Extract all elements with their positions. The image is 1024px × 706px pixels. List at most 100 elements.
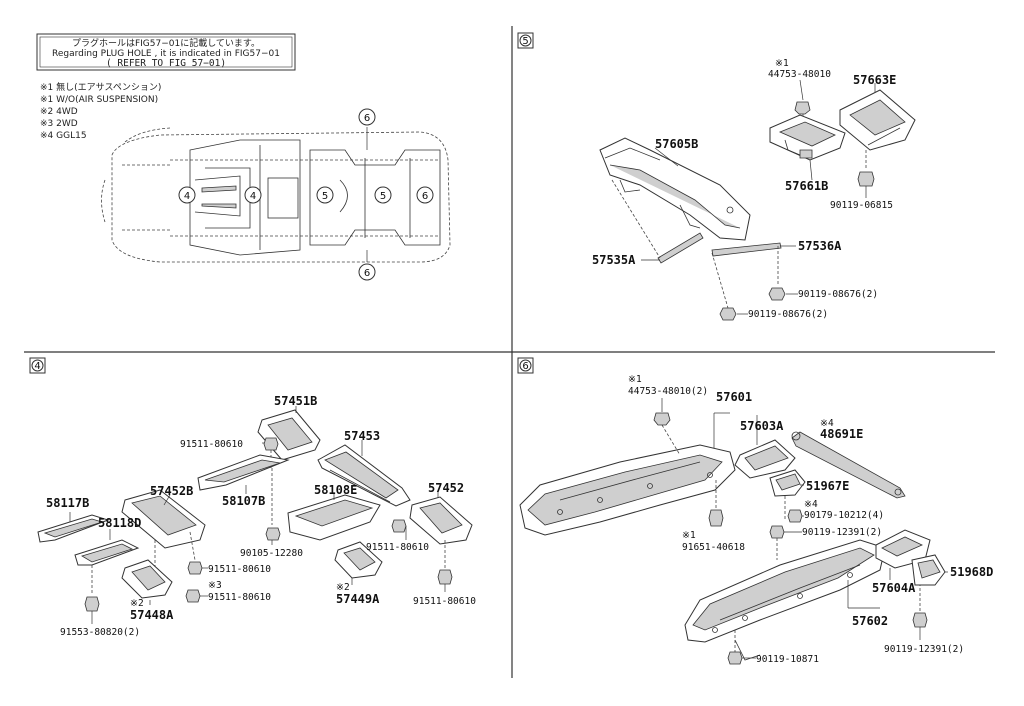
bolt-90119-08676-a bbox=[768, 287, 786, 301]
legend-item-3: ※2 4WD bbox=[40, 107, 78, 117]
part-57535A: 57535A bbox=[592, 253, 636, 267]
part-57453-shape bbox=[317, 444, 411, 507]
section-5-badge bbox=[519, 34, 532, 47]
part-44753-48010-sec6: 44753-48010(2) bbox=[628, 386, 708, 397]
legend-item-4: ※3 2WD bbox=[40, 119, 78, 129]
part-57661B-shape bbox=[769, 114, 846, 161]
part-58108E: 58108E bbox=[314, 483, 357, 497]
bolt-90119-08676-b bbox=[719, 307, 737, 321]
part-58108E-shape bbox=[287, 494, 381, 541]
overview-callout-4-left bbox=[178, 186, 196, 204]
section-4: 4 57451B 91511-80610 58107B 57453 bbox=[29, 357, 476, 638]
bolt-91511-d-shape bbox=[185, 589, 201, 603]
part-51968D: 51968D bbox=[950, 565, 993, 579]
legend: ※1 無し(エアサスペンション) ※1 W/O(AIR SUSPENSION) … bbox=[40, 81, 161, 141]
part-57535A-shape bbox=[611, 179, 704, 264]
overview-callout-6-right bbox=[416, 186, 434, 204]
part-57448A: 57448A bbox=[130, 608, 174, 622]
section-4-badge-label: 4 bbox=[34, 361, 40, 372]
part-91511-80610-a: 91511-80610 bbox=[180, 439, 243, 450]
bolt-90179-shape bbox=[787, 509, 803, 523]
part-57663E-shape bbox=[839, 89, 916, 151]
part-90119-10871: 90119-10871 bbox=[756, 654, 819, 665]
part-57603A-shape bbox=[734, 439, 796, 479]
part-91651-40618: 91651-40618 bbox=[682, 542, 745, 553]
part-91511-80610-b: 91511-80610 bbox=[366, 542, 429, 553]
panel-dividers bbox=[24, 26, 995, 678]
part-58118D-shape bbox=[74, 539, 140, 595]
legend-item-5: ※4 GGL15 bbox=[40, 131, 87, 141]
clip-44753-sec6-shape bbox=[653, 412, 681, 456]
part-58107B: 58107B bbox=[222, 494, 265, 508]
part-57452B: 57452B bbox=[150, 484, 193, 498]
legend-item-1: ※1 無し(エアサスペンション) bbox=[40, 81, 161, 93]
part-57449A: 57449A bbox=[336, 592, 380, 606]
part-90179-10212: 90179-10212(4) bbox=[804, 510, 884, 521]
section-4-badge bbox=[31, 359, 44, 372]
part-48691E-shape bbox=[791, 431, 906, 499]
overview-callout-4-center bbox=[244, 186, 262, 204]
part-91511-80610-e: 91511-80610 bbox=[413, 596, 476, 607]
header-note-box: プラグホールはFIG57−01に記載しています。 Regarding PLUG … bbox=[36, 33, 296, 71]
overview-callout-5-right-label: 5 bbox=[380, 191, 386, 202]
ref-note-4-a: ※4 bbox=[820, 418, 834, 429]
part-90119-12391-a: 90119-12391(2) bbox=[802, 527, 882, 538]
part-57605B: 57605B bbox=[655, 137, 698, 151]
bolt-91511-c-shape bbox=[187, 561, 203, 575]
bolt-90105-shape bbox=[265, 468, 281, 541]
ref-note-3: ※3 bbox=[208, 580, 222, 591]
overview-callout-5-right bbox=[374, 186, 392, 204]
part-51967E: 51967E bbox=[806, 479, 849, 493]
bolt-90119-12391-b-shape bbox=[912, 612, 928, 628]
ref-note-2-a: ※2 bbox=[130, 598, 144, 609]
part-57453: 57453 bbox=[344, 429, 380, 443]
part-57448A-shape bbox=[121, 559, 173, 599]
part-57602: 57602 bbox=[852, 614, 888, 628]
overview-callout-6-right-label: 6 bbox=[422, 191, 428, 202]
part-57602-shape bbox=[684, 539, 886, 661]
overview-callout-6-top bbox=[358, 108, 376, 126]
part-57451B-shape bbox=[257, 409, 321, 461]
bolt-90119-12391-a-shape bbox=[769, 525, 785, 560]
ref-note-1-sec6-b: ※1 bbox=[682, 530, 696, 541]
bolt-91651-shape bbox=[708, 480, 724, 527]
ref-note-1-sec6-a: ※1 bbox=[628, 374, 642, 385]
section-6-badge bbox=[519, 359, 532, 372]
part-51967E-shape bbox=[769, 469, 806, 520]
bolt-91511-e-shape bbox=[437, 569, 453, 585]
part-91511-80610-c: 91511-80610 bbox=[208, 564, 271, 575]
part-57452: 57452 bbox=[428, 481, 464, 495]
part-57449A-shape bbox=[334, 541, 383, 579]
part-57603A: 57603A bbox=[740, 419, 784, 433]
bolt-90119-10871-shape bbox=[727, 630, 743, 665]
overview-callout-6-bottom-label: 6 bbox=[364, 268, 370, 279]
part-90105-12280: 90105-12280 bbox=[240, 548, 303, 559]
part-90119-08676-a: 90119-08676(2) bbox=[798, 289, 878, 300]
part-58117B-shape bbox=[37, 514, 110, 543]
overview-callout-4-center-label: 4 bbox=[250, 191, 256, 202]
overview-callout-4-left-label: 4 bbox=[184, 191, 190, 202]
overview-callout-5-left-label: 5 bbox=[322, 191, 328, 202]
bolt-90119-06815-shape bbox=[857, 171, 875, 187]
part-57451B: 57451B bbox=[274, 394, 317, 408]
part-58117B: 58117B bbox=[46, 496, 89, 510]
part-57536A-shape bbox=[711, 242, 782, 309]
legend-item-2: ※1 W/O(AIR SUSPENSION) bbox=[40, 95, 158, 105]
part-57663E: 57663E bbox=[853, 73, 896, 87]
part-91511-80610-d: 91511-80610 bbox=[208, 592, 271, 603]
section-5-badge-label: 5 bbox=[522, 36, 528, 47]
header-note-line1: プラグホールはFIG57−01に記載しています。 bbox=[72, 37, 260, 49]
part-57536A: 57536A bbox=[798, 239, 842, 253]
part-51968D-shape bbox=[911, 554, 946, 586]
part-90119-12391-b: 90119-12391(2) bbox=[884, 644, 964, 655]
header-note-line3: ( REFER TO FIG 57−01) bbox=[106, 58, 226, 69]
section-5: 5 57605B 57535A 57536A 90119-08676(2 bbox=[517, 32, 916, 321]
part-57601-shape bbox=[519, 444, 736, 536]
part-48691E: 48691E bbox=[820, 427, 863, 441]
part-57452-shape bbox=[409, 496, 473, 568]
overview-callout-6-top-label: 6 bbox=[364, 113, 370, 124]
part-57601: 57601 bbox=[716, 390, 752, 404]
ref-note-1-sec5: ※1 bbox=[775, 58, 789, 69]
part-90119-06815: 90119-06815 bbox=[830, 200, 893, 211]
overview-callout-5-left bbox=[316, 186, 334, 204]
